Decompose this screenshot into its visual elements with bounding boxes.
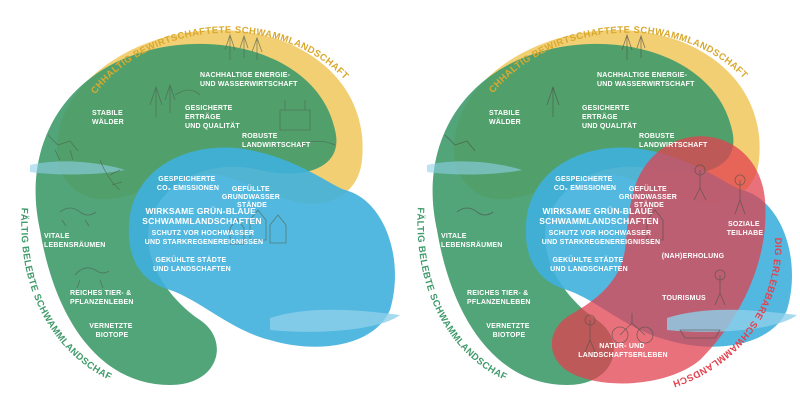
left-diagram: NACHHALTIG BEWIRTSCHAFTETE SCHWAMMLANDSC…: [0, 0, 400, 385]
left-label-flood: SCHUTZ VOR HOCHWASSER UND STARKREGENEREI…: [145, 230, 263, 246]
left-label-habitat: VITALE LEBENSRÄUMEN: [44, 233, 106, 249]
right-label-species: REICHES TIER- & PFLANZENLEBEN: [467, 290, 531, 306]
left-label-center: WIRKSAME GRÜN-BLAUE SCHWAMMLANDSCHAFTEN: [142, 206, 261, 226]
right-label-agri: ROBUSTE LANDWIRTSCHAFT: [639, 133, 708, 149]
left-water-streak: [270, 309, 400, 332]
right-label-forest: STABILE WÄLDER: [489, 110, 522, 126]
right-water-streak: [667, 309, 797, 332]
left-label-agri: ROBUSTE LANDWIRTSCHAFT: [242, 133, 311, 149]
left-label-cities: GEKÜHLTE STÄDTE UND LANDSCHAFTEN: [153, 255, 231, 273]
left-label-energy: NACHHALTIGE ENERGIE- UND WASSERWIRTSCHAF…: [200, 72, 298, 88]
right-label-social: SOZIALE TEILHABE: [727, 221, 764, 237]
left-label-species: REICHES TIER- & PFLANZENLEBEN: [70, 290, 134, 306]
left-label-co2: GESPEICHERTE CO₂ EMISSIONEN: [157, 176, 219, 192]
right-label-groundwater: GEFÜLLTE GRUNDWASSER STÄNDE: [619, 184, 679, 209]
right-label-yield: GESICHERTE ERTRÄGE UND QUALITÄT: [582, 105, 637, 130]
left-label-yield: GESICHERTE ERTRÄGE UND QUALITÄT: [185, 105, 240, 130]
right-label-biotope: VERNETZTE BIOTOPE: [486, 323, 532, 339]
left-green-blob: [35, 43, 337, 385]
right-label-nature: NATUR- UND LANDSCHAFTSERLEBEN: [578, 343, 668, 359]
right-water-streak-2: [427, 161, 522, 175]
right-label-energy: NACHHALTIGE ENERGIE- UND WASSERWIRTSCHAF…: [597, 72, 695, 88]
right-label-cities: GEKÜHLTE STÄDTE UND LANDSCHAFTEN: [550, 255, 628, 273]
left-sketch-illustrations: [47, 33, 336, 289]
right-label-flood: SCHUTZ VOR HOCHWASSER UND STARKREGENEREI…: [542, 230, 660, 246]
right-sketch-illustrations: [444, 33, 746, 353]
left-label-forest: STABILE WÄLDER: [92, 110, 125, 126]
right-labels: NACHHALTIGE ENERGIE- UND WASSERWIRTSCHAF…: [441, 72, 763, 359]
left-labels: NACHHALTIGE ENERGIE- UND WASSERWIRTSCHAF…: [44, 72, 311, 339]
right-label-tourism: TOURISMUS: [662, 295, 706, 302]
left-water-streak-2: [30, 161, 125, 175]
right-green-blob: [432, 43, 734, 385]
right-label-habitat: VITALE LEBENSRÄUMEN: [441, 233, 503, 249]
right-label-center: WIRKSAME GRÜN-BLAUE SCHWAMMLANDSCHAFTEN: [539, 206, 658, 226]
left-label-biotope: VERNETZTE BIOTOPE: [89, 323, 135, 339]
right-label-recreation: (NAH)ERHOLUNG: [662, 253, 725, 260]
left-label-groundwater: GEFÜLLTE GRUNDWASSER STÄNDE: [222, 184, 282, 209]
right-label-co2: GESPEICHERTE CO₂ EMISSIONEN: [554, 176, 616, 192]
left-blue-blob: [128, 147, 395, 347]
